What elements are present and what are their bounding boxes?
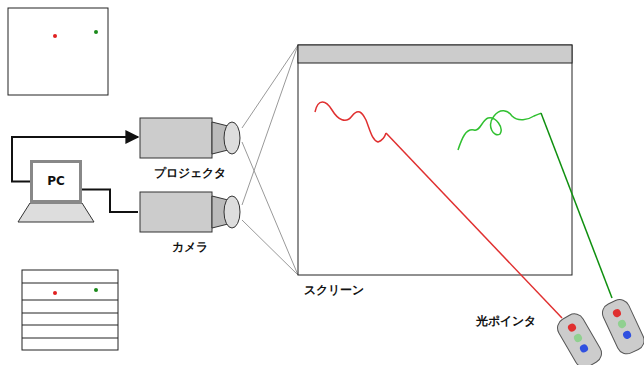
- projector-node: プロジェクタ: [138, 116, 242, 182]
- pc-node: PC: [30, 160, 82, 203]
- camera-body: [140, 192, 240, 232]
- node-label: カメラ: [172, 240, 208, 254]
- red-stroke: [315, 102, 386, 142]
- screen-node: スクリーン: [298, 45, 572, 275]
- node-label: 光ポインタ: [476, 314, 536, 328]
- thumbnail-screen: [8, 8, 108, 95]
- red-dot: [53, 34, 57, 38]
- camera-node: カメラ: [138, 190, 242, 256]
- light-pointer: [599, 296, 644, 357]
- node-label: スクリーン: [304, 283, 364, 297]
- red-beam: [386, 133, 562, 318]
- green-stroke: [458, 111, 541, 150]
- green-dot: [94, 288, 98, 292]
- node-label: プロジェクタ: [154, 166, 226, 180]
- screen-title-bar: [298, 45, 572, 63]
- thumbnail-table: [22, 270, 118, 350]
- projector-body: [140, 118, 240, 158]
- pointer-node: 光ポインタ: [470, 290, 642, 362]
- connector: [82, 190, 138, 213]
- laptop-base: [18, 203, 94, 222]
- screen-frame: [298, 45, 572, 275]
- green-dot: [94, 30, 98, 34]
- light-pointer: [554, 310, 605, 365]
- red-dot: [53, 291, 57, 295]
- node-label: PC: [47, 174, 65, 188]
- projection-rays: [242, 45, 298, 275]
- green-beam: [541, 113, 612, 298]
